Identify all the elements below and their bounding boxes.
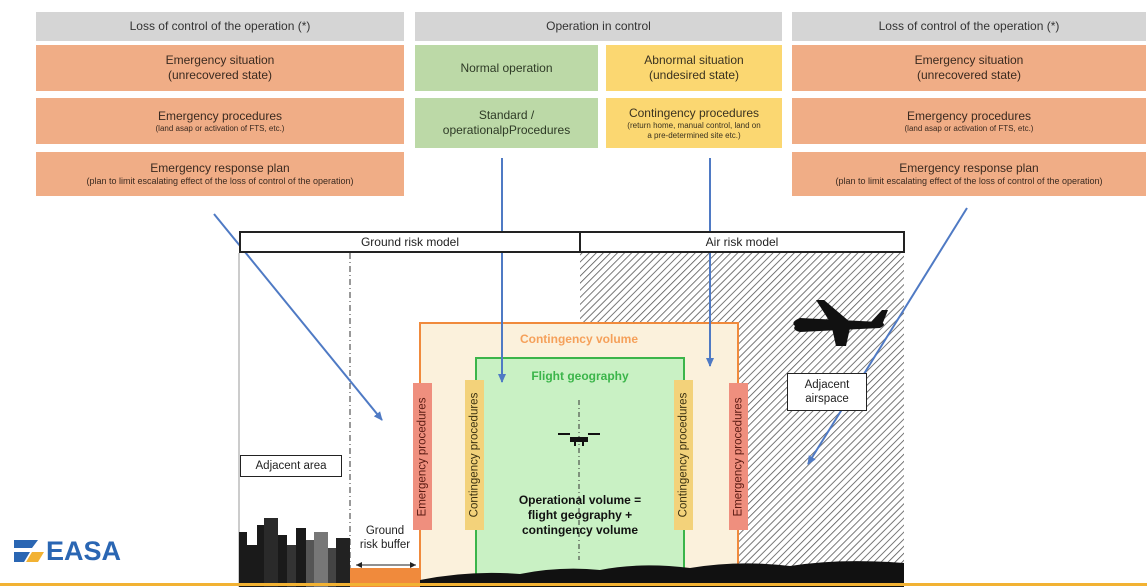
- adjacent-area-label: Adjacent area: [240, 455, 342, 477]
- flight-geography-label: Flight geography: [531, 369, 629, 383]
- right-emergency-response-plan: Emergency response plan (plan to limit e…: [792, 152, 1146, 196]
- abnormal-situation: Abnormal situation (undesired state): [606, 45, 782, 91]
- air-risk-model-label: Air risk model: [579, 231, 905, 253]
- operational-volume-label: Operational volume = flight geography + …: [518, 492, 642, 537]
- contingency-procedures-box: Contingency procedures (return home, man…: [606, 98, 782, 148]
- contingency-procedures-bar-right: Contingency procedures: [674, 380, 693, 530]
- easa-logo: EASA: [14, 536, 121, 566]
- flight-geography-box: [475, 357, 685, 587]
- contingency-volume-label: Contingency volume: [519, 332, 638, 346]
- left-emergency-situation: Emergency situation (unrecovered state): [36, 45, 404, 91]
- middle-header: Operation in control: [415, 12, 782, 41]
- ground-risk-model-label: Ground risk model: [239, 231, 581, 253]
- adjacent-airspace-label: Adjacent airspace: [787, 373, 867, 411]
- emergency-procedures-bar-left: Emergency procedures: [413, 383, 432, 530]
- left-header: Loss of control of the operation (*): [36, 12, 404, 41]
- airplane-icon: [793, 300, 888, 346]
- arrow-right: [807, 207, 968, 465]
- right-header: Loss of control of the operation (*): [792, 12, 1146, 41]
- terrain: [420, 561, 904, 587]
- right-emergency-procedures: Emergency procedures (land asap or activ…: [792, 98, 1146, 144]
- easa-logo-mark-icon: [14, 540, 44, 562]
- footer-line: [0, 583, 1147, 586]
- drone-icon: [558, 433, 600, 446]
- city-skyline: [239, 518, 350, 587]
- standard-procedures: Standard / operationalpProcedures: [415, 98, 598, 148]
- easa-logo-text: EASA: [46, 535, 122, 566]
- ground-risk-buffer-label: Ground risk buffer: [359, 524, 411, 551]
- right-emergency-situation: Emergency situation (unrecovered state): [792, 45, 1146, 91]
- left-emergency-procedures: Emergency procedures (land asap or activ…: [36, 98, 404, 144]
- left-emergency-response-plan: Emergency response plan (plan to limit e…: [36, 152, 404, 196]
- contingency-procedures-bar-left: Contingency procedures: [465, 380, 484, 530]
- normal-operation: Normal operation: [415, 45, 598, 91]
- emergency-procedures-bar-right: Emergency procedures: [729, 383, 748, 530]
